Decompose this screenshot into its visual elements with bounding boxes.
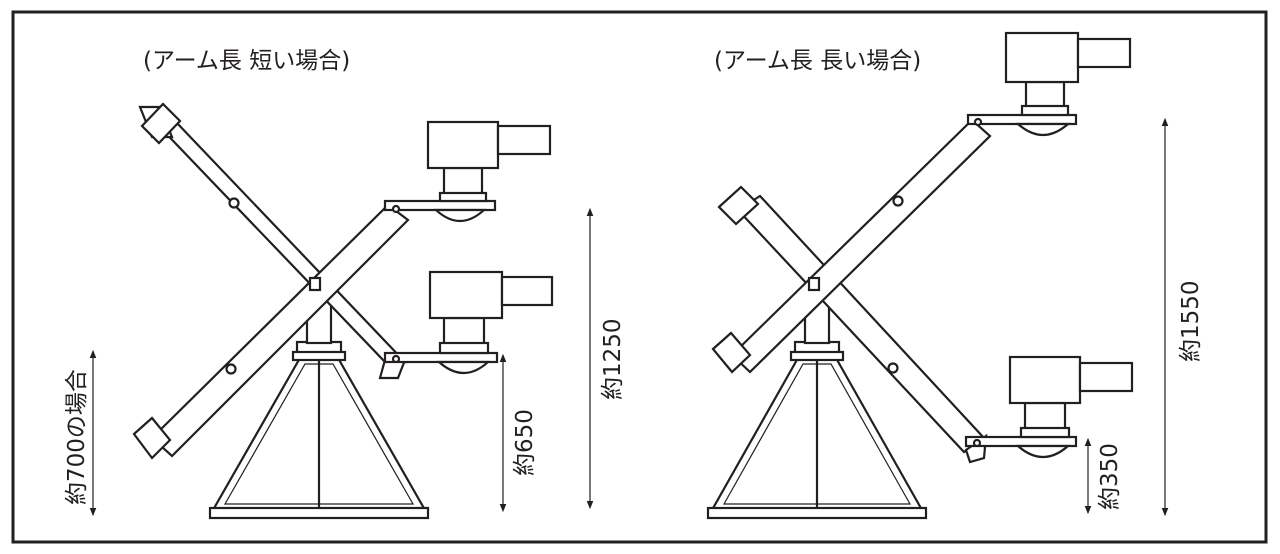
hub-left [308, 276, 322, 292]
dimension-label-left-base: 約700の場合 [64, 369, 90, 505]
figure-short-arm [89, 102, 594, 520]
tripod-stand-right [706, 283, 928, 520]
dimension-label-right-lower: 約350 [1097, 443, 1123, 510]
dimension-label-right-upper: 約1550 [1178, 280, 1204, 362]
camera-lower-right [964, 355, 1134, 459]
caption-short-arm: (アーム長 短い場合) [143, 48, 350, 74]
camera-upper-left [383, 120, 552, 223]
dimension-label-left-upper: 約1250 [600, 318, 626, 400]
camera-upper-right [966, 31, 1132, 137]
tripod-stand-left [208, 283, 430, 520]
dimension-label-left-lower: 約650 [512, 409, 538, 476]
caption-long-arm: (アーム長 長い場合) [714, 48, 921, 74]
arm-b-right [711, 118, 992, 374]
camera-lower-left [383, 270, 554, 375]
figure-long-arm [706, 31, 1169, 520]
diagram-border [11, 10, 1268, 544]
hub-right [807, 276, 821, 292]
